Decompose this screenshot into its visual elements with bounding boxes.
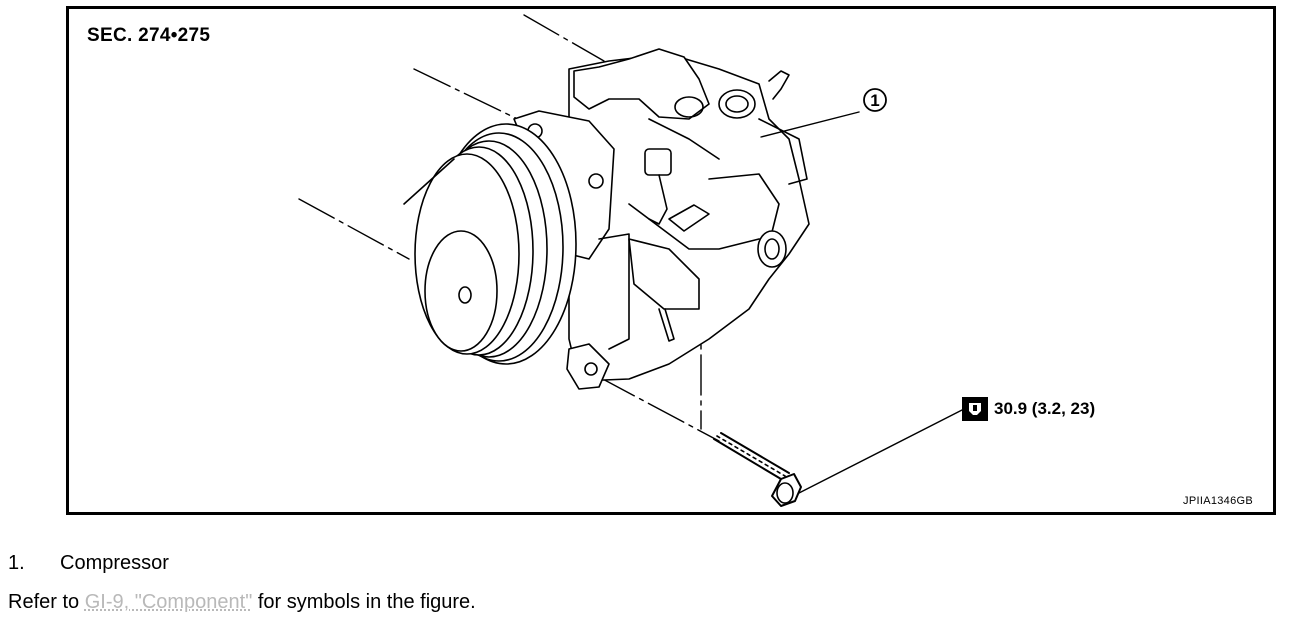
torque-value: 30.9 (3.2, 23) (994, 399, 1096, 418)
callout-leader (760, 111, 860, 138)
callout-number: 1 (870, 91, 879, 110)
legend-number: 1. (8, 552, 25, 574)
symbols-reference: Refer to GI-9, "Component" for symbols i… (8, 591, 476, 614)
legend-item: 1. Compressor (8, 552, 169, 575)
compressor-illustration: 1 (298, 14, 965, 507)
compressor-pulley (403, 123, 577, 365)
refer-suffix: for symbols in the figure. (252, 591, 476, 613)
tightening-torque-wrench-icon (962, 397, 988, 421)
component-figure: 1 SEC. 274•275 30.9 (3.2, 23) JPIIA1346G… (66, 6, 1276, 515)
torque-leader (798, 408, 965, 494)
component-reference-link[interactable]: GI-9, "Component" (84, 591, 253, 613)
refer-prefix: Refer to (8, 591, 85, 613)
compressor-body (513, 48, 810, 390)
mounting-bolt (713, 432, 802, 507)
torque-spec: 30.9 (3.2, 23) (962, 397, 1095, 421)
section-label: SEC. 274•275 (87, 25, 211, 46)
callout-1-marker: 1 (863, 88, 887, 112)
figure-code: JPIIA1346GB (1183, 495, 1253, 507)
legend-label: Compressor (60, 552, 169, 574)
